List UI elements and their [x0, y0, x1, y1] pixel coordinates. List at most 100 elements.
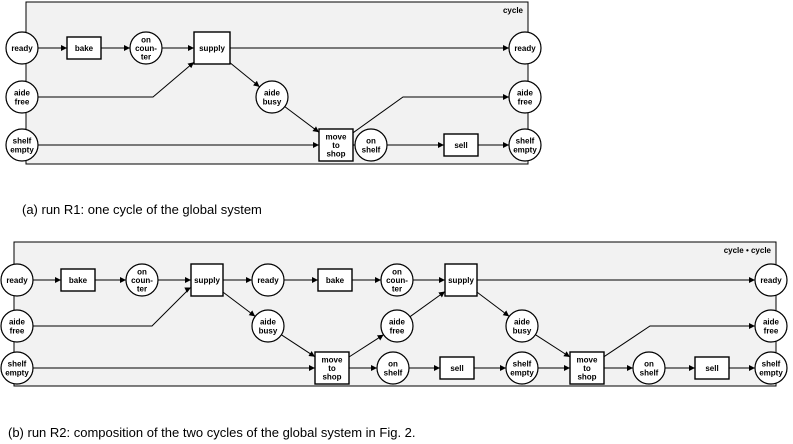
diagram-a: cycle readyaidefreeshelfemptyoncoun-tera… [5, 1, 542, 217]
place-circle [5, 31, 39, 65]
node-label: to [583, 364, 591, 373]
node-label: ter [137, 285, 147, 294]
transition-supply: supply [190, 263, 224, 297]
node-label: shop [577, 373, 596, 382]
diagram-b: cycle • cycle readyaidefreeshelfemptyonc… [0, 241, 788, 440]
node-label: aide [514, 318, 531, 327]
node-label: aide [260, 318, 277, 327]
place-circle [5, 80, 39, 114]
transition-box [444, 263, 478, 297]
transition-box [314, 351, 350, 385]
node-label: bake [75, 44, 94, 53]
arc-p5-t3 [284, 106, 320, 133]
transition-box [439, 356, 475, 380]
node-label: coun- [131, 276, 153, 285]
node-label: on [644, 360, 654, 369]
node-label: sell [454, 141, 467, 150]
node-label: to [328, 364, 336, 373]
node-label: free [10, 326, 25, 335]
node-label: shelf [640, 368, 659, 377]
node-label: free [15, 97, 30, 106]
place-ready: ready [251, 263, 285, 297]
node-label: supply [199, 44, 225, 53]
place-circle [255, 80, 289, 114]
node-label: busy [263, 97, 282, 106]
node-label: ready [514, 44, 536, 53]
place-circle [380, 263, 414, 297]
node-label: free [390, 326, 405, 335]
node-label: free [518, 97, 533, 106]
node-label: aide [14, 89, 31, 98]
place-ready: ready [508, 31, 542, 65]
node-label: shelf [13, 137, 32, 146]
node-label: shelf [516, 137, 535, 146]
node-label: busy [513, 326, 532, 335]
place-circle [376, 351, 410, 385]
transition-box [190, 263, 224, 297]
place-circle [754, 309, 788, 343]
transition-sell: sell [694, 356, 730, 380]
transition-bake: bake [60, 268, 96, 292]
arc-q8-u4 [409, 291, 446, 318]
transition-sell: sell [443, 133, 479, 157]
place-circle [5, 128, 39, 162]
place-circle [251, 263, 285, 297]
node-label: aide [9, 318, 26, 327]
node-label: move [577, 355, 598, 364]
diagram-a-tag: cycle [503, 6, 524, 15]
diagram-b-tag: cycle • cycle [724, 246, 772, 255]
node-label: shop [326, 150, 345, 159]
node-label: empty [513, 145, 537, 154]
arc-t3-p8 [352, 94, 509, 134]
transition-sell: sell [439, 356, 475, 380]
arc-q11-u7 [535, 334, 571, 358]
place-circle [129, 31, 163, 65]
place-circle [508, 80, 542, 114]
caption-a: (a) run R1: one cycle of the global syst… [22, 202, 262, 217]
place-circle [508, 31, 542, 65]
node-label: busy [259, 326, 278, 335]
arc-u2-q6 [222, 291, 256, 317]
place-circle [505, 351, 539, 385]
node-label: sell [450, 364, 463, 373]
node-label: ready [257, 276, 279, 285]
transition-box [318, 128, 354, 162]
place-circle [754, 263, 788, 297]
arc-t2-p5 [229, 62, 260, 88]
transition-box [66, 36, 102, 60]
transition-bake: bake [317, 268, 353, 292]
place-circle [0, 309, 34, 343]
arc-u4-q11 [476, 291, 510, 317]
node-label: on [388, 360, 398, 369]
node-label: move [326, 132, 347, 141]
node-label: ready [760, 276, 782, 285]
place-ready: ready [5, 31, 39, 65]
node-label: ter [141, 53, 151, 62]
diagram-a-arcs [38, 45, 509, 148]
node-label: aide [517, 89, 534, 98]
transition-box [193, 31, 231, 65]
place-circle [754, 351, 788, 385]
place-circle [0, 263, 34, 297]
place-circle [0, 351, 34, 385]
node-label: aide [763, 318, 780, 327]
place-circle [354, 128, 388, 162]
transition-box [443, 133, 479, 157]
node-label: empty [759, 368, 783, 377]
place-circle [632, 351, 666, 385]
node-label: aide [389, 318, 406, 327]
